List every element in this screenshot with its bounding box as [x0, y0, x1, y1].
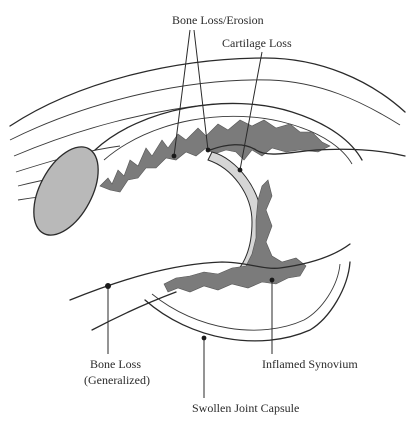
label-swollen-joint-capsule: Swollen Joint Capsule — [192, 401, 299, 415]
label-bone-loss-erosion: Bone Loss/Erosion — [172, 13, 264, 27]
synovium-lower — [164, 180, 306, 292]
label-cartilage-loss: Cartilage Loss — [222, 36, 292, 50]
distal-bone — [70, 244, 350, 300]
sesamoid-bone — [21, 136, 112, 245]
label-bone-loss-generalized-1: Bone Loss — [90, 357, 141, 371]
label-bone-loss-generalized-2: (Generalized) — [84, 373, 150, 387]
label-inflamed-synovium: Inflamed Synovium — [262, 357, 358, 371]
